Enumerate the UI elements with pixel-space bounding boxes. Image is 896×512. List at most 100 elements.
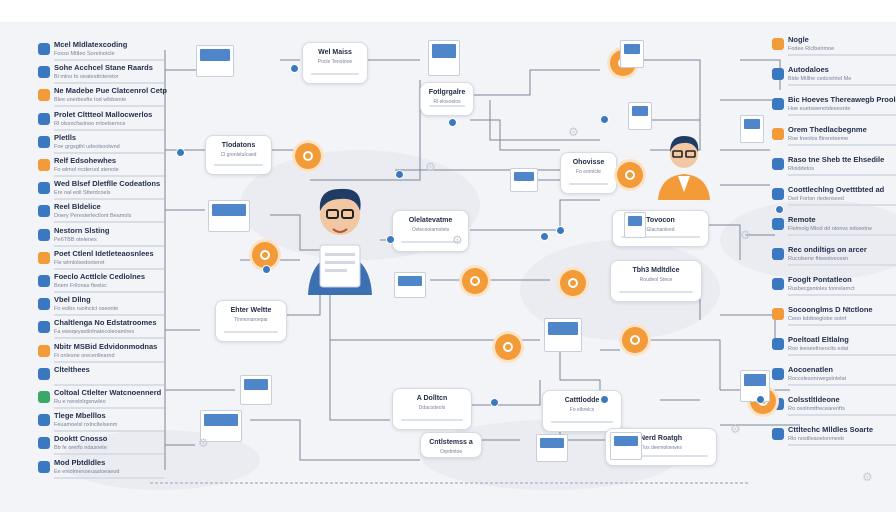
card-title: Olelatevatme	[408, 217, 453, 224]
list-item-rule	[788, 84, 896, 86]
connector-node	[756, 395, 765, 404]
list-item-title: Bic Hoeves Thereawegb Proolet	[788, 95, 896, 104]
list-item-icon	[772, 308, 784, 320]
list-item-rule	[54, 175, 164, 177]
list-item-subtitle: Fle wlmlolsedonteret	[54, 259, 105, 266]
card-subtitle: Fo elbrelcs	[569, 407, 595, 413]
list-item-title: Relf Edsohewhes	[54, 156, 117, 165]
list-item-title: Ne Madebe Pue Clatcenrol Cetp	[54, 86, 167, 96]
target-icon	[495, 334, 521, 360]
card-subtitle: Rl elosoelos	[433, 99, 461, 105]
list-item-icon	[38, 344, 50, 357]
list-item-subtitle: Rlo nostlleaoelonmeeb	[788, 436, 844, 442]
card-title: A Dolltcn	[416, 395, 448, 402]
list-item-title: Raso tne Sheb tte Ehsedile	[788, 155, 885, 164]
gear-icon: ⚙	[425, 160, 436, 174]
card-title: Catttlodde	[564, 397, 600, 404]
card-line	[214, 164, 263, 166]
process-card[interactable]: Catttlodde Fo elbrelcs	[542, 390, 622, 432]
list-item-subtitle: Bnem Frllonas fteelsc	[54, 283, 107, 289]
list-item-subtitle: Roo leeseeltneoclts edat	[788, 346, 849, 352]
card-line	[551, 421, 613, 423]
list-item-rule	[788, 204, 896, 206]
list-item-rule	[54, 221, 164, 224]
list-item[interactable]: Cltelthees	[38, 365, 198, 395]
list-item-subtitle: Flelmolg Mtod dd otonvs edosetne	[788, 226, 873, 232]
list-item-icon	[38, 135, 50, 148]
list-item-title: Prolet Clttteol Mallocwerlos	[54, 109, 153, 119]
list-item-icon	[38, 414, 50, 427]
list-item-subtitle: Doery Peresterlectlont Beamols	[54, 213, 132, 220]
list-item-rule	[788, 384, 896, 386]
list-item-title: Nogle	[788, 35, 809, 44]
document-icon	[610, 432, 642, 460]
card-line	[619, 291, 693, 293]
list-item-title: Cttltechc Mlldles Soarte	[788, 425, 874, 434]
document-icon	[200, 410, 242, 442]
card-line	[614, 455, 708, 457]
list-item-subtitle: Ru e nerelnlrgsnwleo	[54, 399, 106, 405]
list-item-icon	[772, 158, 784, 170]
list-item-subtitle: Blde Mtllhe cedcrehtel Me	[788, 76, 852, 82]
list-item-icon	[772, 38, 784, 50]
card-subtitle: Tlos deemoloewes	[640, 445, 682, 451]
list-item-subtitle: Fa ewsqeyaxtlotnatecoleoamlres	[54, 329, 135, 336]
list-item-icon	[38, 275, 50, 287]
list-item-rule	[54, 105, 164, 108]
list-item-title: Vbel Dllng	[54, 295, 91, 305]
document-icon	[624, 212, 646, 238]
list-item-subtitle: Rucolsene ftteeotvecesn	[788, 256, 849, 262]
list-item-icon	[38, 159, 50, 171]
list-item-icon	[772, 248, 784, 260]
list-item-title: Chaltlenga No Edstatroomes	[54, 318, 157, 328]
list-item-subtitle: Ro ceolnmtfrecearenfts	[788, 406, 845, 412]
card-title: Wel Maiss	[318, 49, 352, 56]
list-item-title: Sohe Acchcel Stane Raards	[54, 63, 153, 73]
card-line	[401, 241, 460, 243]
list-item-rule	[788, 444, 896, 446]
list-item-rule	[54, 407, 164, 409]
list-item-icon	[38, 367, 50, 380]
